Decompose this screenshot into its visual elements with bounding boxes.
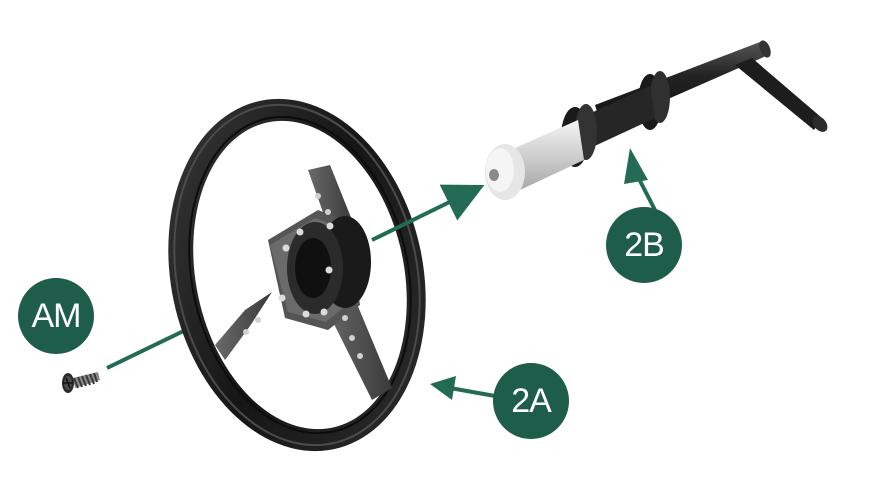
screw-icon bbox=[62, 372, 100, 393]
callout-2b: 2B bbox=[606, 207, 682, 283]
callout-2a-text: 2A bbox=[511, 381, 552, 420]
steering-column-icon bbox=[485, 40, 828, 200]
callout-am-text: AM bbox=[31, 296, 82, 335]
leader-arrow-2a bbox=[430, 376, 496, 400]
leader-arrow-2b bbox=[624, 148, 657, 211]
callout-am: AM bbox=[18, 278, 94, 354]
steering-wheel-icon bbox=[168, 98, 426, 452]
callout-2a: 2A bbox=[493, 363, 569, 439]
callout-2b-text: 2B bbox=[624, 225, 665, 264]
arrow-icon bbox=[371, 184, 485, 242]
